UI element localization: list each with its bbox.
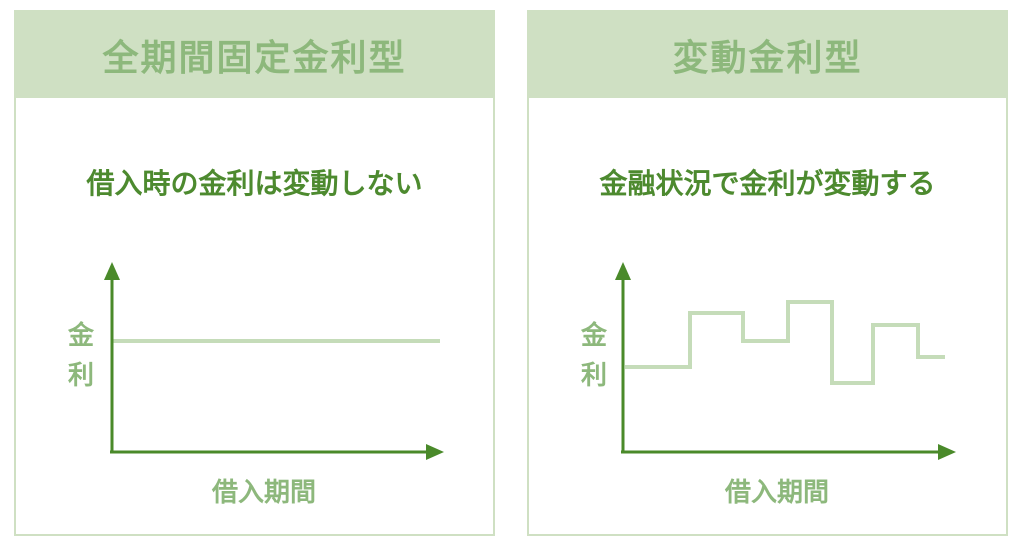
x-axis-arrow-icon: [938, 444, 956, 460]
variable-chart: [615, 262, 956, 460]
fixed-rate-panel: 全期間固定金利型 借入時の金利は変動しない 金利 借入期間: [14, 10, 495, 536]
y-axis-label: 金利: [580, 321, 607, 391]
panel-title: 全期間固定金利型: [16, 12, 493, 98]
panel-title: 変動金利型: [529, 12, 1006, 98]
x-axis-label: 借入期間: [212, 478, 317, 508]
panel-subtitle: 金融状況で金利が変動する: [599, 167, 936, 200]
variable-rate-line: [625, 300, 945, 385]
panel-subtitle: 借入時の金利は変動しない: [86, 167, 423, 200]
y-axis-arrow-icon: [615, 262, 631, 280]
x-axis-arrow-icon: [426, 444, 444, 460]
variable-rate-panel: 変動金利型 金融状況で金利が変動する 金利 借入期間: [527, 10, 1008, 536]
fixed-chart: [104, 262, 444, 460]
y-axis-label: 金利: [67, 321, 94, 391]
y-axis-arrow-icon: [104, 262, 120, 280]
x-axis-label: 借入期間: [725, 478, 830, 508]
